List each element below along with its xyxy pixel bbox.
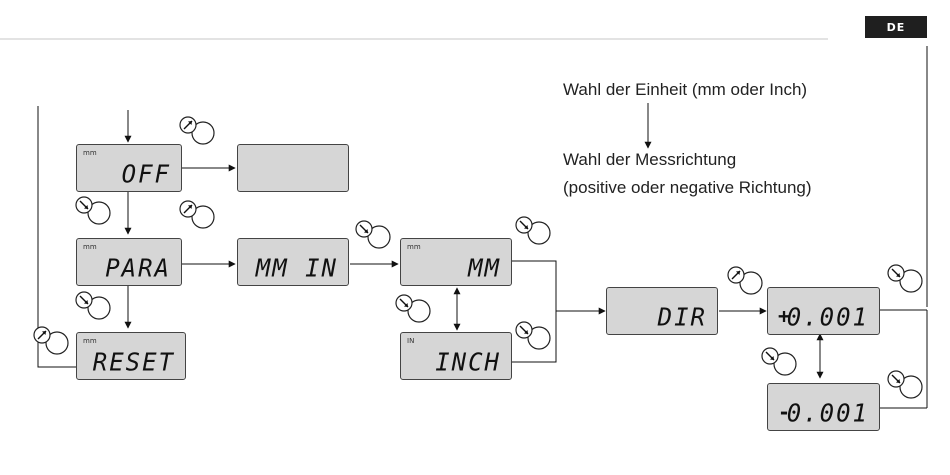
lcd-display-blank [237, 144, 349, 192]
unit-selection-note: Wahl der Einheit (mm oder Inch) [563, 80, 808, 99]
display-readout: PARA [105, 253, 171, 283]
knob-short-press-icon [515, 216, 551, 245]
display-sign: - [778, 400, 791, 424]
knob-long-press-icon [179, 200, 215, 229]
display-unit-label: mm [83, 243, 97, 251]
display-unit-label: mm [83, 149, 97, 157]
direction-hint-note: (positive oder negative Richtung) [563, 178, 812, 197]
knob-short-press-icon [515, 321, 551, 350]
display-readout: RESET [92, 347, 175, 377]
display-unit-label: mm [83, 337, 97, 345]
display-unit-label: mm [407, 243, 421, 251]
lcd-display-reset: mm RESET [76, 332, 186, 380]
knob-short-press-icon [75, 291, 111, 320]
display-readout: OFF [121, 159, 171, 189]
header-rule [0, 38, 828, 40]
flow-arrows [124, 103, 928, 409]
display-readout: 0.001 [786, 398, 869, 428]
lcd-display-inch: IN INCH [400, 332, 512, 380]
knob-long-press-icon [727, 266, 763, 295]
display-unit-label: IN [407, 337, 415, 345]
lcd-display-mm: mm MM [400, 238, 512, 286]
language-badge: DE [865, 16, 927, 38]
knob-short-press-icon [887, 370, 923, 399]
knob-long-press-icon [179, 116, 215, 145]
lcd-display-para: mm PARA [76, 238, 182, 286]
knob-short-press-icon [75, 196, 111, 225]
lcd-display-mm-in: MM IN [237, 238, 349, 286]
lcd-display-plus: + 0.001 [767, 287, 880, 335]
direction-selection-note: Wahl der Messrichtung [563, 150, 737, 169]
display-readout: DIR [657, 302, 707, 332]
knob-short-press-icon [887, 264, 923, 293]
knob-short-press-icon [761, 347, 797, 376]
display-readout: MM IN [255, 253, 338, 283]
display-readout: INCH [435, 347, 501, 377]
knob-short-press-icon [395, 294, 431, 323]
knob-short-press-icon [355, 220, 391, 249]
lcd-display-dir: DIR [606, 287, 718, 335]
knob-long-press-icon [33, 326, 69, 355]
left-loop-connector [37, 106, 76, 368]
display-sign: + [778, 304, 791, 328]
display-readout: MM [468, 253, 501, 283]
lcd-display-off: mm OFF [76, 144, 182, 192]
display-readout: 0.001 [786, 302, 869, 332]
lcd-display-minus: - 0.001 [767, 383, 880, 431]
